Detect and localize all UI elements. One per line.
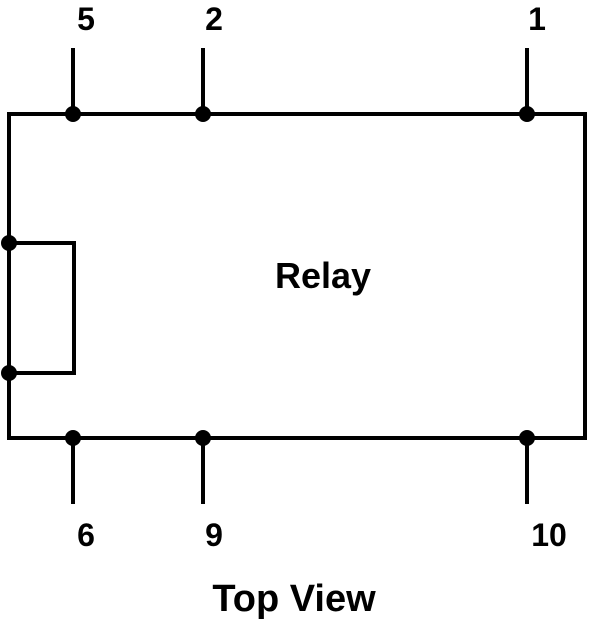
- top-pin-2: [195, 48, 211, 122]
- pin-label-bottom-10: 10: [531, 517, 567, 553]
- pin-label-bottom-9: 9: [205, 517, 223, 553]
- bottom-pin-6: [65, 430, 81, 504]
- relay-body: [7, 112, 587, 440]
- relay-title: Relay: [275, 255, 371, 296]
- pin-label-top-5: 5: [77, 1, 95, 37]
- view-caption: Top View: [212, 578, 376, 620]
- top-pin-5: [65, 48, 81, 122]
- bottom-pin-9: [195, 430, 211, 504]
- pin-label-bottom-6: 6: [77, 517, 95, 553]
- internal-bracket: [9, 241, 76, 375]
- pin-label-top-1: 1: [528, 1, 546, 37]
- pin-label-top-2: 2: [205, 1, 223, 37]
- bracket-dot-bottom: [1, 365, 17, 381]
- top-pin-1: [519, 48, 535, 122]
- bracket-dot-top: [1, 235, 17, 251]
- bottom-pin-10: [519, 430, 535, 504]
